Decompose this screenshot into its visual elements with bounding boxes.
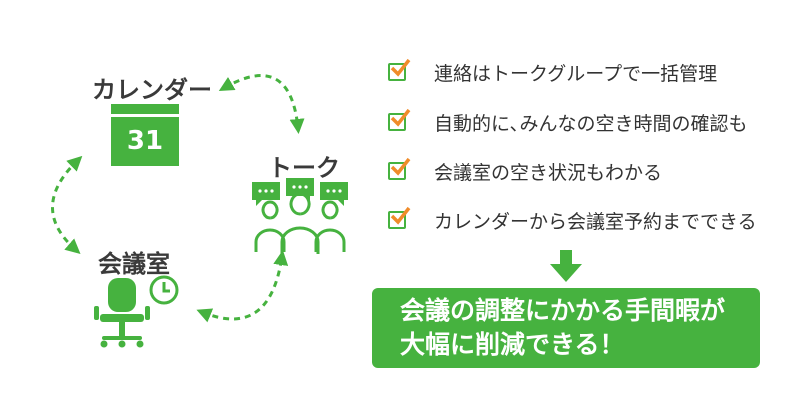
checkbox-checked-icon [388, 58, 411, 81]
calendar-icon: 31 [111, 104, 179, 166]
office-chair-clock-icon [94, 275, 179, 348]
feature-text: 自動的に､みんなの空き時間の確認も [434, 112, 748, 135]
calendar-label: カレンダー [92, 76, 212, 104]
chat-bubble-center [286, 178, 314, 202]
person-right [314, 200, 346, 252]
feature-item: 会議室の空き状況もわかる [388, 157, 662, 185]
calendar-date: 31 [111, 117, 179, 166]
arrow-calendar-talk [218, 74, 305, 134]
feature-text: 会議室の空き状況もわかる [434, 161, 663, 184]
feature-item: 連絡はトークグループで一括管理 [388, 58, 717, 86]
meeting-room-label: 会議室 [98, 250, 170, 278]
feature-item: カレンダーから会議室予約までできる [388, 206, 757, 234]
down-arrow-icon [550, 250, 582, 282]
chat-bubble-left [252, 182, 280, 206]
clock-icon [149, 275, 179, 305]
feature-item: 自動的に､みんなの空き時間の確認も [388, 108, 748, 136]
chat-bubble-right [320, 182, 348, 206]
person-center [280, 192, 320, 254]
talk-label: トーク [268, 154, 340, 182]
chair-back [108, 278, 136, 312]
person-left [254, 200, 286, 252]
feature-text: 連絡はトークグループで一括管理 [434, 62, 718, 85]
result-line-2: 大幅に削減できる！ [400, 330, 625, 359]
checkbox-checked-icon [388, 108, 411, 131]
checkbox-checked-icon [388, 206, 411, 229]
checkbox-checked-icon [388, 157, 411, 180]
feature-text: カレンダーから会議室予約までできる [434, 210, 757, 233]
group-chat-icon [252, 178, 348, 254]
arrow-room-talk [196, 250, 289, 323]
result-line-1: 会議の調整にかかる手間暇が [400, 296, 726, 325]
cycle-arrows [51, 74, 305, 323]
arrow-calendar-room [51, 155, 83, 254]
chair-seat [100, 314, 144, 322]
result-banner: 会議の調整にかかる手間暇が 大幅に削減できる！ [372, 288, 760, 368]
